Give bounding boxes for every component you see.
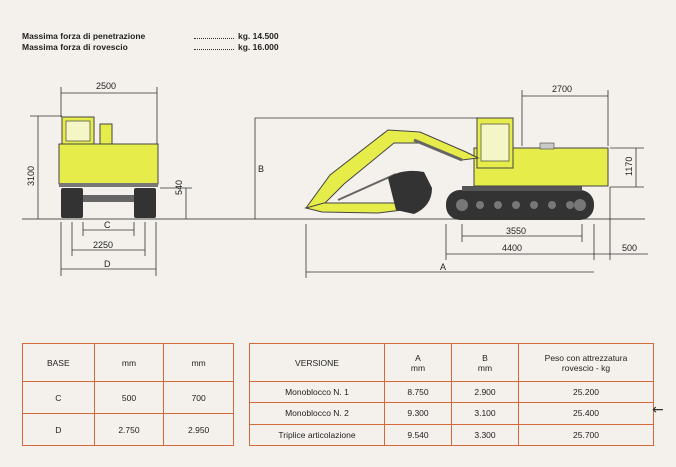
penetration-force-row: Massima forza di penetrazione kg. 14.500 bbox=[22, 31, 279, 42]
track-length-label: 3550 bbox=[506, 226, 526, 236]
front-view-dimension-lines bbox=[30, 87, 192, 276]
b-mm-header: B mm bbox=[451, 343, 519, 382]
leader-dots bbox=[194, 42, 234, 50]
value-cell: 700 bbox=[163, 381, 234, 414]
table-row: D 2.750 2.950 bbox=[22, 413, 234, 446]
dim-b-label: B bbox=[258, 164, 264, 174]
overall-height-label: 3100 bbox=[26, 166, 36, 186]
base-cell: C bbox=[22, 381, 95, 414]
version-cell: Monoblocco N. 1 bbox=[249, 380, 385, 404]
side-view-excavator bbox=[304, 117, 609, 220]
weight-cell: 25.400 bbox=[518, 402, 654, 425]
mm-header: mm bbox=[93, 343, 165, 382]
breakout-force-row: Massima forza di rovescio kg. 16.000 bbox=[22, 42, 279, 53]
front-width-label: 2500 bbox=[96, 81, 116, 91]
side-view-dimension-lines bbox=[254, 90, 648, 278]
table-row: C 500 700 bbox=[22, 381, 234, 414]
front-body bbox=[58, 143, 159, 185]
version-table-header: VERSIONE A mm B mm Peso con attrezzatura… bbox=[249, 343, 654, 382]
right-track bbox=[134, 188, 156, 218]
b-cell: 3.300 bbox=[451, 423, 519, 447]
weight-cell: 25.200 bbox=[518, 380, 654, 404]
base-table-header: BASE mm mm bbox=[22, 343, 234, 382]
version-table: VERSIONE A mm B mm Peso con attrezzatura… bbox=[249, 343, 654, 447]
value-cell: 2.750 bbox=[93, 413, 165, 446]
tail-height-label: 1170 bbox=[624, 157, 634, 176]
dim-d-label: D bbox=[104, 259, 111, 269]
penetration-force-label: Massima forza di penetrazione bbox=[22, 31, 146, 41]
boom-cylinder bbox=[413, 138, 463, 162]
turntable bbox=[462, 186, 582, 191]
track-gauge-label: 2250 bbox=[93, 240, 113, 250]
track-total-label: 4400 bbox=[502, 243, 522, 253]
front-boom-end bbox=[99, 123, 113, 145]
a-mm-header: A mm bbox=[384, 343, 452, 382]
weight-header: Peso con attrezzatura rovescio - kg bbox=[518, 343, 654, 382]
side-cab-window bbox=[480, 123, 510, 162]
value-cell: 500 bbox=[93, 381, 165, 414]
leader-dots bbox=[194, 31, 234, 39]
base-header: BASE bbox=[22, 343, 95, 382]
table-row: Monoblocco N. 1 8.750 2.900 25.200 bbox=[249, 380, 654, 404]
a-cell: 9.540 bbox=[384, 423, 452, 447]
b-cell: 2.900 bbox=[451, 380, 519, 404]
value-cell: 2.950 bbox=[163, 413, 234, 446]
tail-radius-label: 2700 bbox=[552, 84, 572, 94]
b-cell: 3.100 bbox=[451, 402, 519, 425]
front-cab-window bbox=[65, 120, 91, 142]
exhaust bbox=[539, 142, 555, 150]
stick-cylinder bbox=[337, 173, 397, 201]
front-view-excavator bbox=[58, 116, 159, 218]
front-axle bbox=[83, 195, 134, 202]
table-row: Monoblocco N. 2 9.300 3.100 25.400 bbox=[249, 402, 654, 425]
ground-clearance-label: 540 bbox=[174, 180, 184, 195]
force-specs: Massima forza di penetrazione kg. 14.500… bbox=[22, 31, 279, 53]
dim-a-label: A bbox=[440, 262, 446, 272]
version-cell: Triplice articolazione bbox=[249, 423, 385, 447]
track-rollers bbox=[456, 199, 586, 211]
penetration-force-value: kg. 14.500 bbox=[238, 31, 279, 41]
base-table: BASE mm mm C 500 700 D 2.750 2.950 bbox=[22, 343, 234, 446]
front-undercarriage bbox=[59, 183, 158, 187]
dim-c-label: C bbox=[104, 220, 111, 230]
version-header: VERSIONE bbox=[249, 343, 385, 382]
bucket bbox=[388, 170, 432, 214]
weight-cell: 25.700 bbox=[518, 423, 654, 447]
base-cell: D bbox=[22, 413, 95, 446]
stick bbox=[304, 202, 403, 214]
row-marker-arrow-icon: ← bbox=[652, 402, 664, 418]
breakout-force-value: kg. 16.000 bbox=[238, 42, 279, 52]
a-cell: 9.300 bbox=[384, 402, 452, 425]
version-cell: Monoblocco N. 2 bbox=[249, 402, 385, 425]
offset-label: 500 bbox=[622, 243, 637, 253]
breakout-force-label: Massima forza di rovescio bbox=[22, 42, 128, 52]
mm-header: mm bbox=[163, 343, 234, 382]
a-cell: 8.750 bbox=[384, 380, 452, 404]
left-track bbox=[61, 188, 83, 218]
table-row: Triplice articolazione 9.540 3.300 25.70… bbox=[249, 423, 654, 447]
